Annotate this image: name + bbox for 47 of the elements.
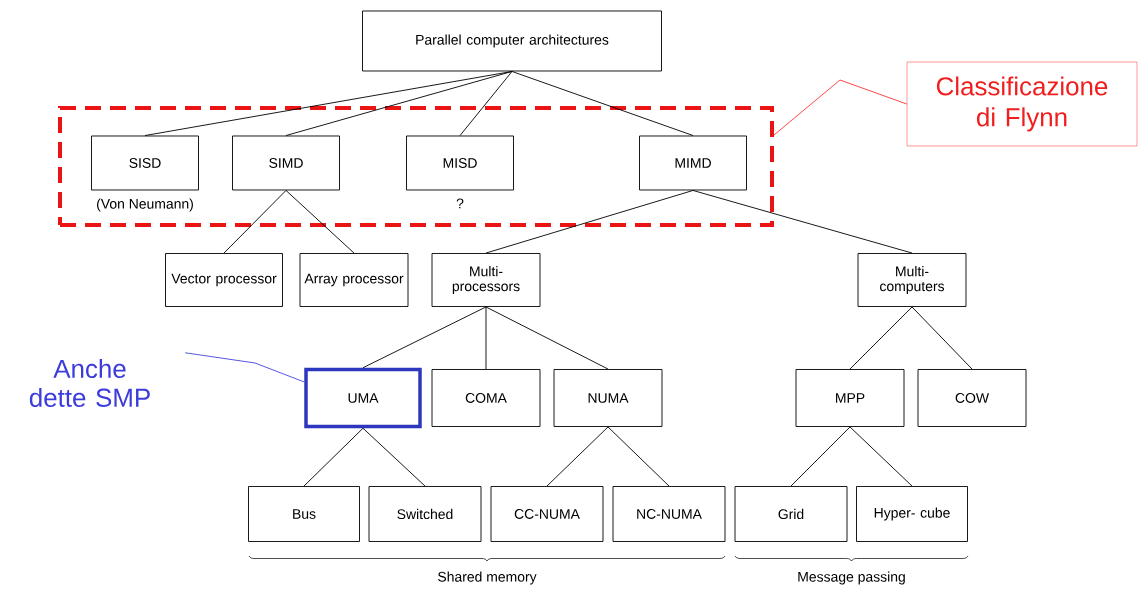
process-box: Bus bbox=[248, 486, 360, 542]
connector-line bbox=[607, 426, 670, 487]
process-box: Parallel computer architectures bbox=[362, 10, 662, 72]
connector-line bbox=[546, 426, 609, 487]
connector-line bbox=[849, 306, 913, 370]
connector-line bbox=[285, 71, 513, 136]
connector-line bbox=[485, 190, 694, 254]
process-box: Hyper- cube bbox=[856, 486, 968, 542]
process-box: UMA bbox=[304, 367, 422, 429]
connector-line bbox=[303, 427, 364, 487]
process-box: COW bbox=[917, 369, 1027, 427]
process-box: Array processor bbox=[299, 253, 409, 307]
process-box: COMA bbox=[431, 369, 541, 427]
connector-line bbox=[459, 71, 513, 136]
connector-line bbox=[362, 306, 487, 369]
connector-line bbox=[692, 190, 913, 254]
process-box: CC-NUMA bbox=[490, 486, 604, 542]
process-box: SISD bbox=[91, 135, 199, 191]
leader-line bbox=[184, 352, 305, 383]
connector-line bbox=[485, 306, 487, 370]
process-box: MISD bbox=[406, 135, 514, 191]
connector-line bbox=[790, 426, 851, 487]
note-text: Anche dette SMP bbox=[29, 359, 150, 407]
bracket-label: Shared memory bbox=[438, 571, 537, 585]
connector-line bbox=[223, 190, 287, 254]
callout-box: Classificazione di Flynn bbox=[906, 61, 1138, 147]
leader-line bbox=[773, 79, 908, 136]
process-box: Grid bbox=[734, 486, 848, 542]
node-caption: (Von Neumann) bbox=[97, 198, 193, 212]
process-box: Switched bbox=[368, 486, 482, 542]
process-box: SIMD bbox=[232, 135, 340, 191]
connector-line bbox=[485, 306, 609, 370]
process-box: Multi- processors bbox=[431, 253, 541, 307]
process-box: NC-NUMA bbox=[612, 486, 726, 542]
bracket-label: Message passing bbox=[798, 571, 905, 585]
process-box: Multi- computers bbox=[857, 253, 967, 307]
process-box: MPP bbox=[795, 369, 905, 427]
connector-line bbox=[362, 427, 426, 487]
connector-line bbox=[849, 426, 913, 487]
process-box: MIMD bbox=[639, 135, 747, 191]
connector-line bbox=[511, 71, 694, 136]
connector-line bbox=[911, 306, 973, 370]
process-box: NUMA bbox=[553, 369, 663, 427]
dashed-group-box bbox=[58, 106, 774, 227]
node-caption: ? bbox=[456, 198, 464, 209]
connector-line bbox=[285, 190, 355, 254]
process-box: Vector processor bbox=[165, 253, 283, 307]
